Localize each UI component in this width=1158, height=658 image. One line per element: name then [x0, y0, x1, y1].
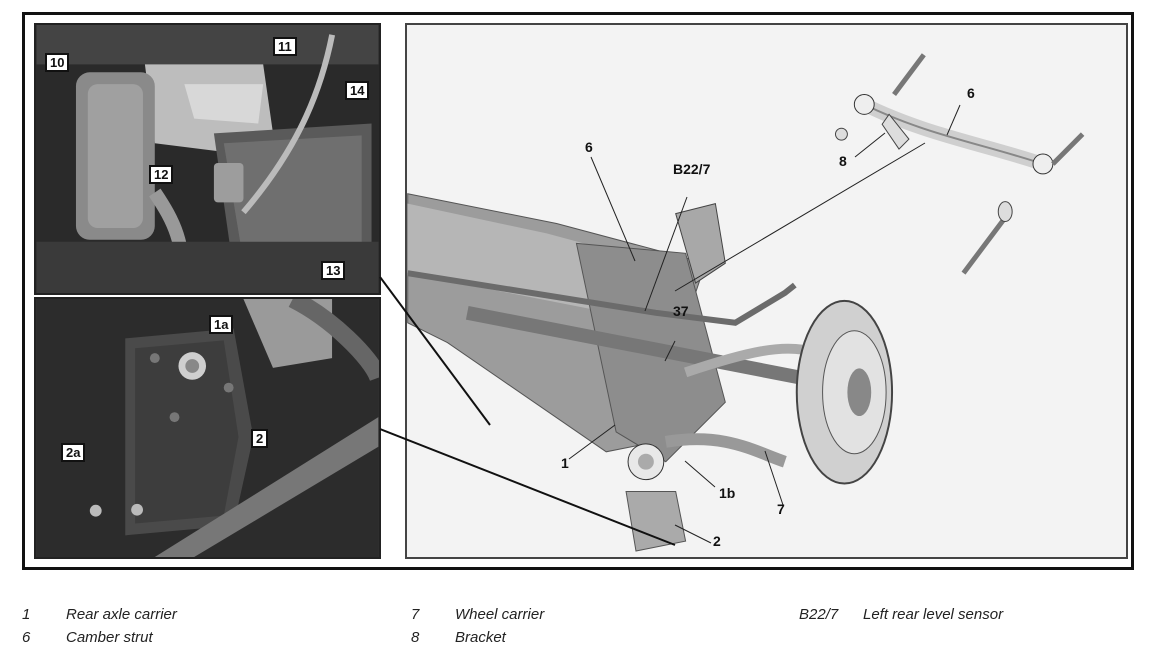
callout-1b: 1b [719, 485, 736, 501]
callout-8: 8 [839, 153, 847, 169]
callout-14: 14 [345, 81, 370, 100]
legend-number: 8 [411, 629, 420, 646]
legend-item-8: 8 Bracket [411, 629, 506, 646]
callout-1a: 1a [209, 315, 234, 334]
detail-bottom-illustration [36, 299, 379, 557]
figure-frame: 10 11 12 13 14 1a 2 2a [22, 12, 1134, 570]
detail-panel-bottom [34, 297, 381, 559]
legend-number: 1 [22, 606, 31, 623]
callout-2-main: 2 [713, 533, 721, 549]
callout-13: 13 [321, 261, 346, 280]
callout-12: 12 [149, 165, 174, 184]
callout-37: 37 [673, 303, 689, 319]
legend-text: Rear axle carrier [66, 606, 177, 623]
legend-number: B22/7 [799, 606, 839, 623]
callout-10: 10 [45, 53, 70, 72]
callout-1: 1 [561, 455, 569, 471]
legend-text: Camber strut [66, 629, 153, 646]
callout-6-exploded: 6 [967, 85, 975, 101]
legend-number: 7 [411, 606, 420, 623]
legend-number: 6 [22, 629, 31, 646]
legend-text: Wheel carrier [455, 606, 545, 623]
callout-2a: 2a [61, 443, 86, 462]
detail-top-illustration [36, 25, 379, 293]
rear-axle-illustration [407, 25, 1126, 557]
legend-item-6: 6 Camber strut [22, 629, 153, 646]
callout-7: 7 [777, 501, 785, 517]
legend-item-b22-7: B22/7 Left rear level sensor [799, 606, 1003, 623]
legend-item-1: 1 Rear axle carrier [22, 606, 177, 623]
detail-panel-top [34, 23, 381, 295]
legend-text: Left rear level sensor [863, 606, 1004, 623]
callout-6-strut: 6 [585, 139, 593, 155]
legend: 1 Rear axle carrier 6 Camber strut 7 Wheel … [0, 604, 1158, 654]
callout-2: 2 [251, 429, 269, 448]
legend-item-7: 7 Wheel carrier [411, 606, 544, 623]
legend-text: Bracket [455, 629, 506, 646]
callout-11: 11 [273, 37, 297, 56]
main-illustration-panel [405, 23, 1128, 559]
callout-b22-7: B22/7 [673, 161, 711, 177]
